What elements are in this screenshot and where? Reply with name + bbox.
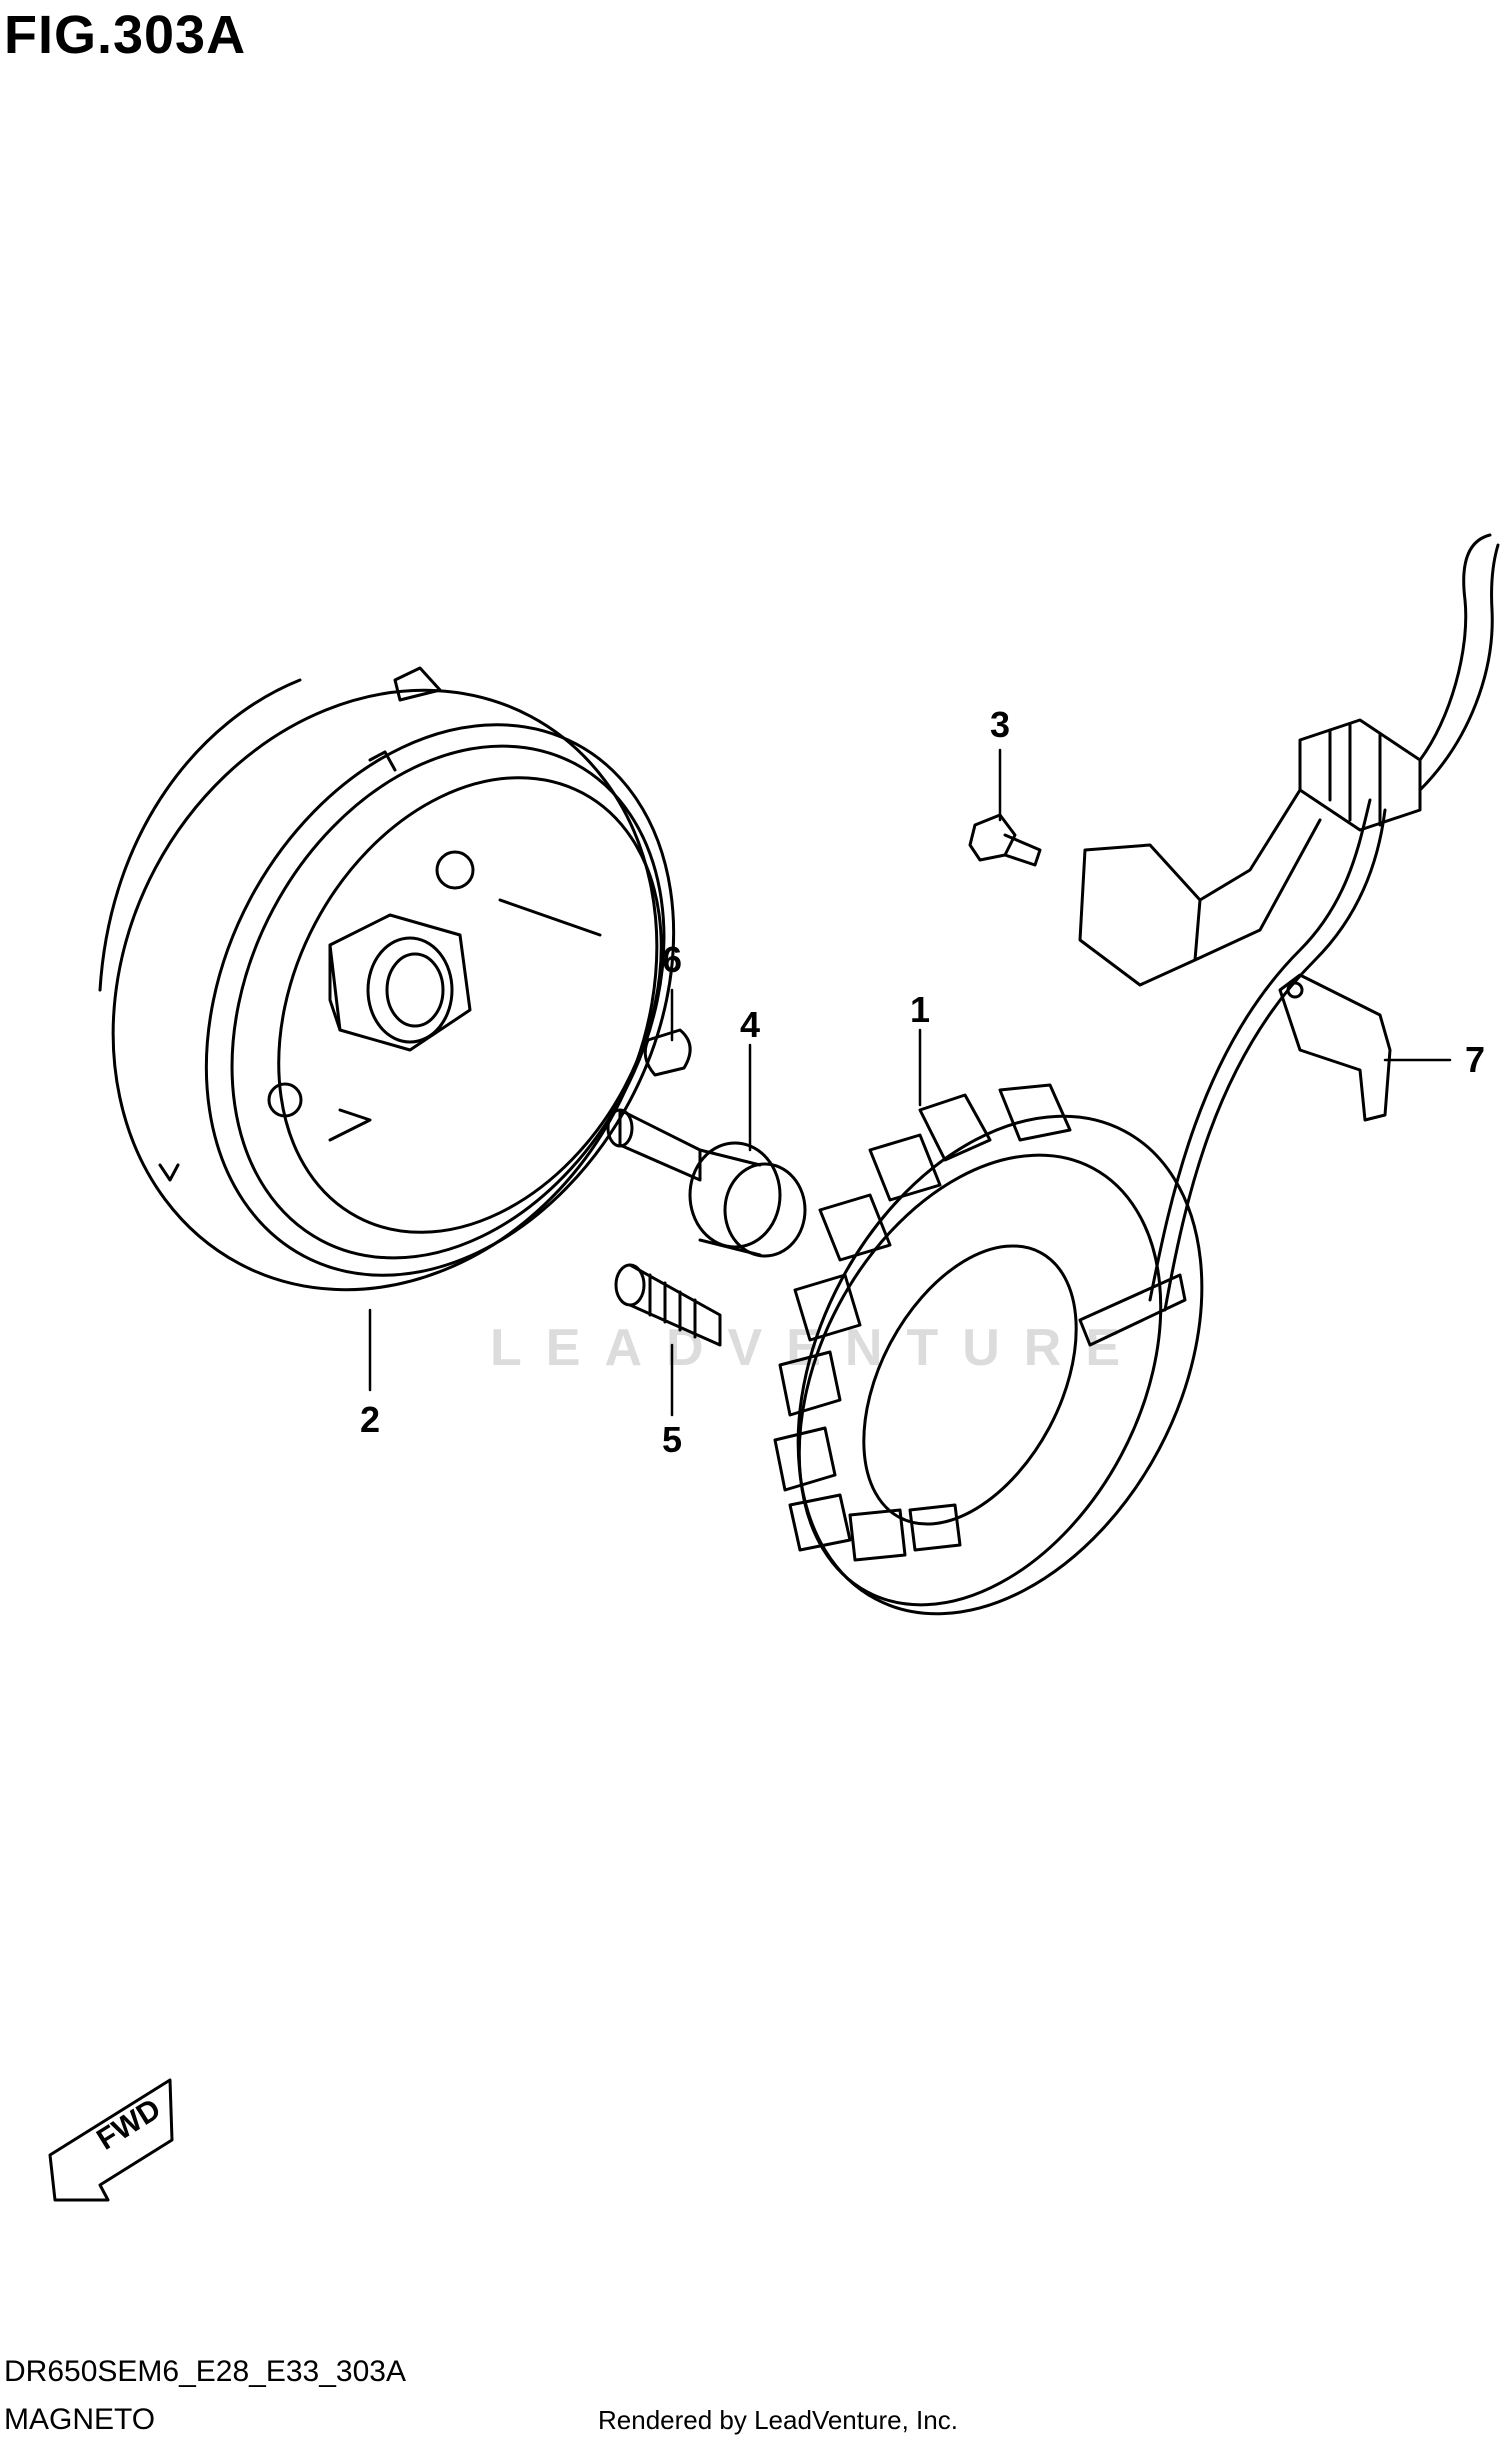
callout-7: 7	[1464, 1039, 1486, 1080]
section-name: MAGNETO	[4, 2403, 156, 2436]
screw-icon	[614, 1263, 722, 1347]
callout-6: 6	[661, 939, 683, 980]
bolt-icon	[968, 813, 1042, 867]
figure-title: FIG.303A	[4, 5, 247, 65]
key-icon	[643, 1028, 692, 1077]
callout-4: 4	[739, 1004, 761, 1045]
callout-3: 3	[989, 704, 1011, 745]
callout-1: 1	[909, 989, 931, 1030]
rotor-flywheel-icon	[98, 666, 676, 1292]
starter-clutch-bolt-icon	[606, 1108, 807, 1258]
watermark-text: LEADVENTURE	[490, 1319, 1145, 1377]
leader-lines	[368, 748, 1452, 1417]
callout-2: 2	[359, 1399, 381, 1440]
callout-5: 5	[661, 1419, 683, 1460]
render-credit: Rendered by LeadVenture, Inc.	[598, 2405, 958, 2435]
model-code: DR650SEM6_E28_E33_303A	[4, 2355, 406, 2388]
fwd-arrow-icon	[48, 2078, 174, 2202]
clamp-icon	[1278, 973, 1392, 1122]
stator-coil-icon	[773, 533, 1500, 1616]
